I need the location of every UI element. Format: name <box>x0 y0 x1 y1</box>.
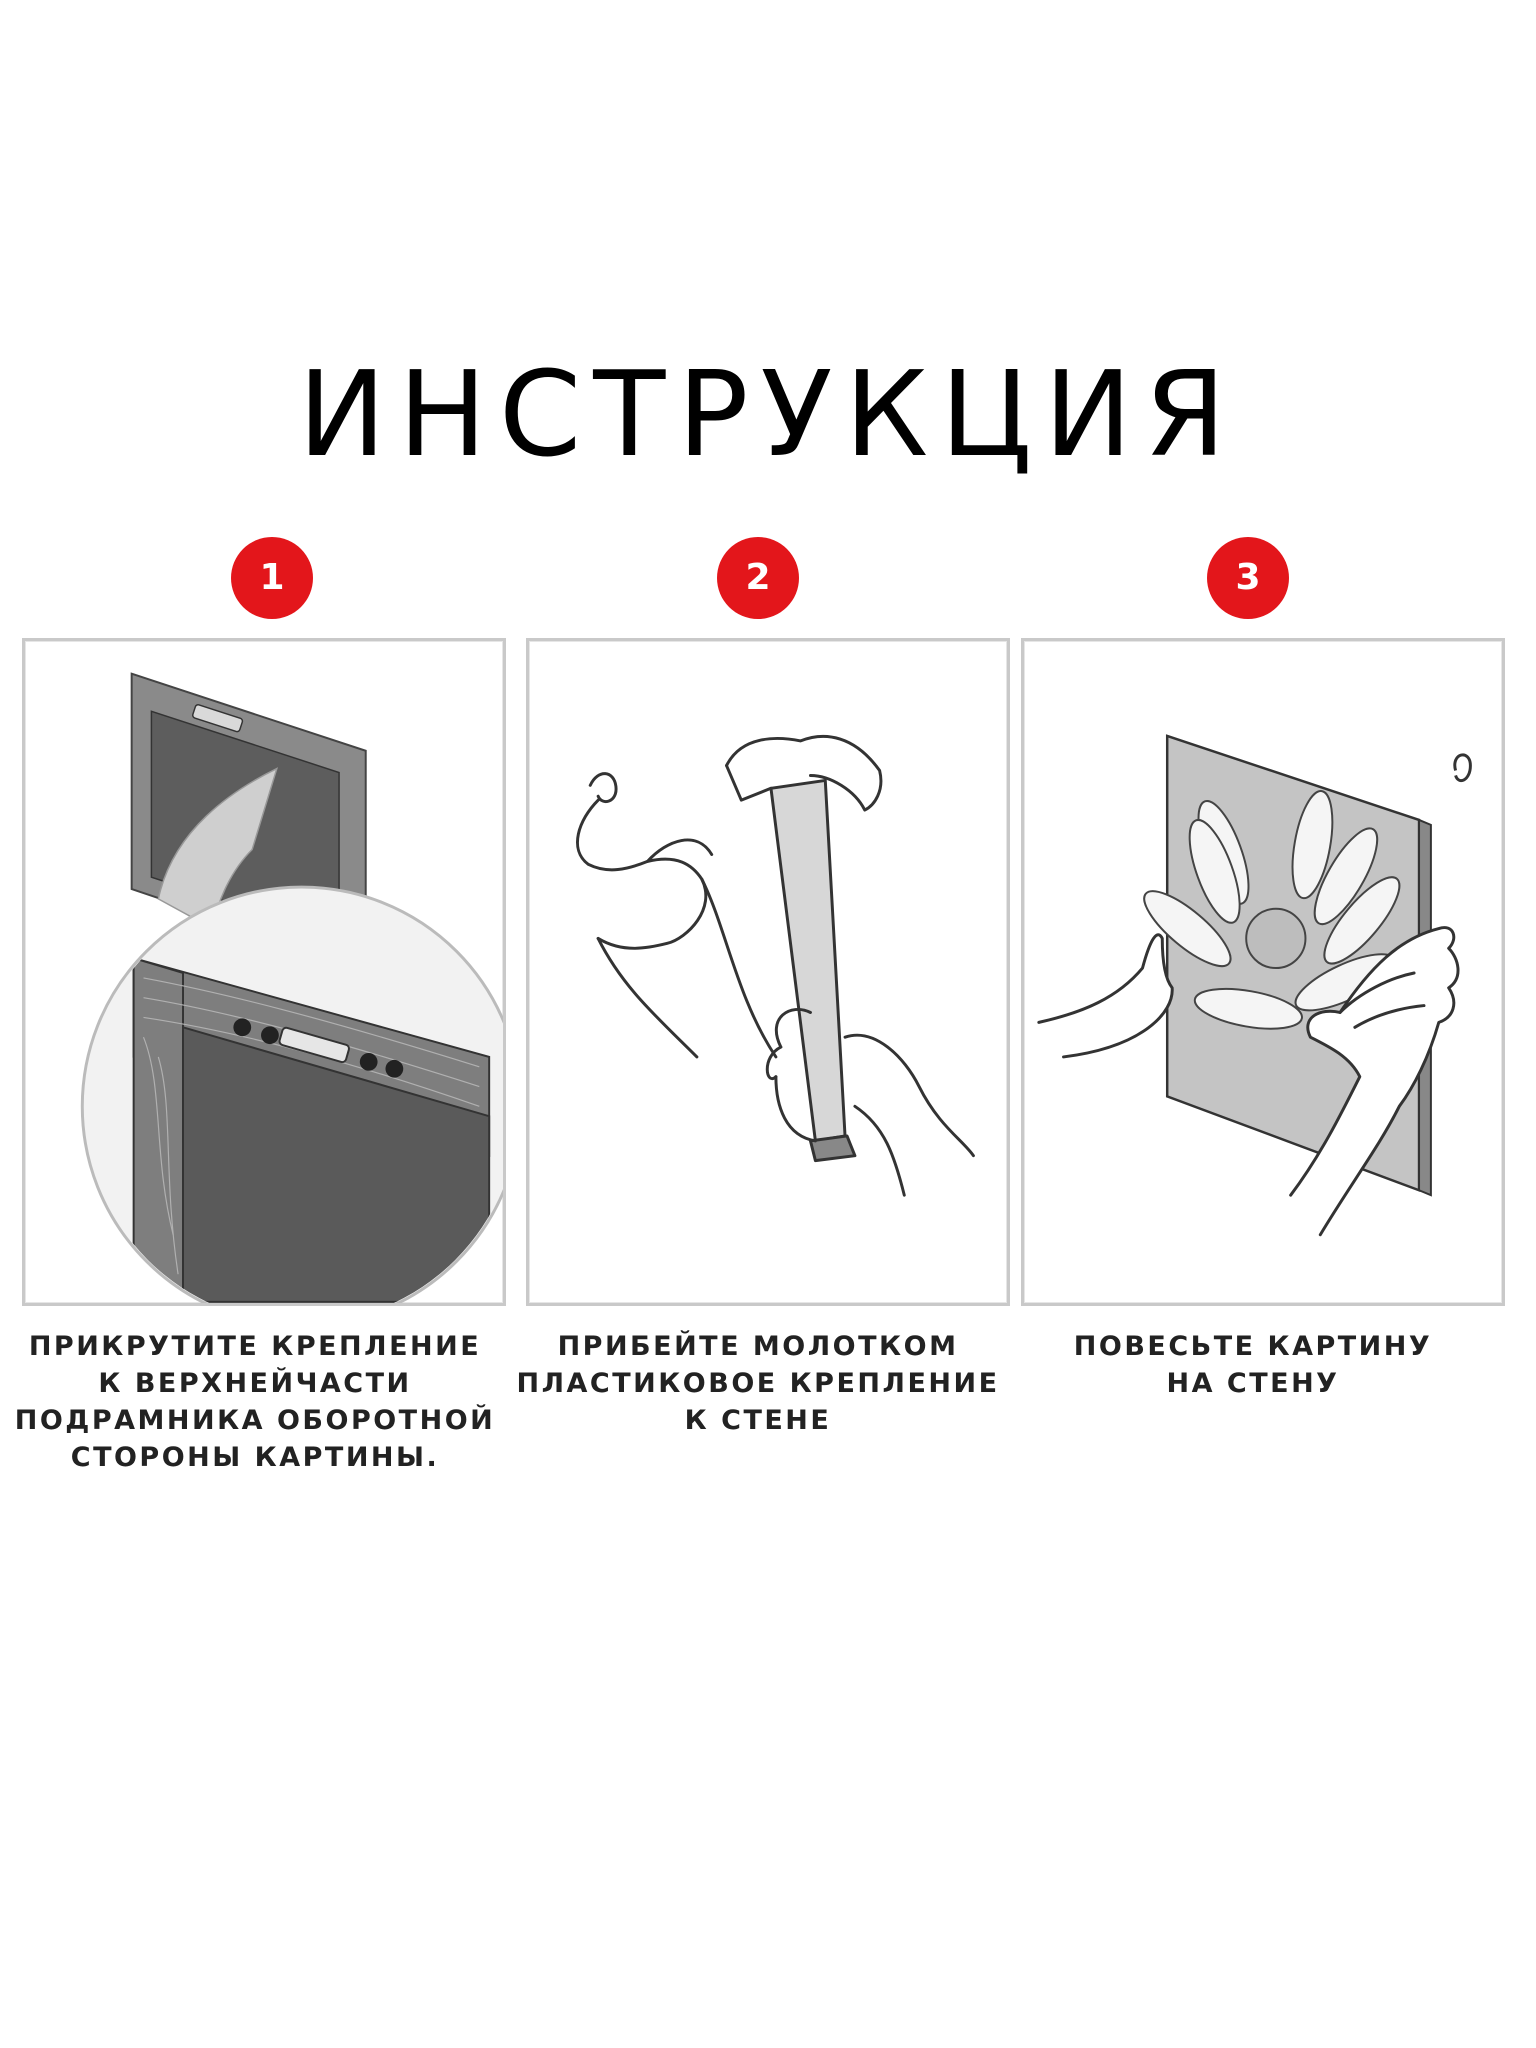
step-3-badge: 3 <box>1207 537 1289 619</box>
step-1-caption: ПРИКРУТИТЕ КРЕПЛЕНИЕ К ВЕРХНЕЙЧАСТИ ПОДР… <box>5 1328 505 1476</box>
step-1-caption-line: К ВЕРХНЕЙЧАСТИ <box>98 1368 412 1399</box>
step-3-caption-line: НА СТЕНУ <box>1166 1368 1340 1399</box>
step-2-caption-line: К СТЕНЕ <box>684 1405 832 1436</box>
step-1-caption-line: ПОДРАМНИКА ОБОРОТНОЙ <box>14 1405 496 1436</box>
step-2-caption-line: ПЛАСТИКОВОЕ КРЕПЛЕНИЕ <box>516 1368 1000 1399</box>
picture-frame-back-hanger-icon <box>80 672 503 1303</box>
step-3-caption-line: ПОВЕСЬТЕ КАРТИНУ <box>1073 1331 1433 1362</box>
step-2-caption: ПРИБЕЙТЕ МОЛОТКОМ ПЛАСТИКОВОЕ КРЕПЛЕНИЕ … <box>508 1328 1008 1439</box>
step-2-illustration-panel <box>526 638 1010 1306</box>
step-3-caption: ПОВЕСЬТЕ КАРТИНУ НА СТЕНУ <box>1003 1328 1503 1402</box>
step-1-badge: 1 <box>231 537 313 619</box>
step-2-caption-line: ПРИБЕЙТЕ МОЛОТКОМ <box>557 1331 959 1362</box>
step-1-caption-line: ПРИКРУТИТЕ КРЕПЛЕНИЕ <box>28 1331 482 1362</box>
page-title: ИНСТРУКЦИЯ <box>297 345 1239 483</box>
step-1-illustration-panel <box>22 638 506 1306</box>
step-2-badge: 2 <box>717 537 799 619</box>
step-1-caption-line: СТОРОНЫ КАРТИНЫ. <box>70 1442 440 1473</box>
step-3-illustration-panel <box>1021 638 1505 1306</box>
hammer-nail-hook-icon <box>576 734 975 1197</box>
hang-picture-on-wall-icon <box>1037 734 1472 1237</box>
